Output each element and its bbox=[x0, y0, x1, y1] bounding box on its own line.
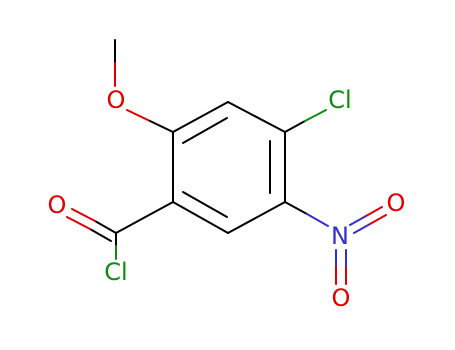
nitro-right-bond-b-red bbox=[369, 214, 387, 225]
nitro-group bbox=[284, 201, 387, 285]
ring-bond-c5-c6 bbox=[172, 201, 229, 234]
nitro-oxygen-bottom-label: O bbox=[332, 284, 351, 312]
carbonyl-oxygen-label: O bbox=[48, 191, 67, 219]
carbonyl-double-bond-b-black bbox=[89, 228, 112, 242]
methoxy-o-ring-bond-black bbox=[149, 120, 174, 133]
nitro-right-bond-a-blue bbox=[349, 215, 367, 226]
nitro-oxygen-right-label: O bbox=[387, 189, 406, 217]
carbonyl-carbon-ring-bond bbox=[115, 201, 174, 234]
acyl-chloride-group bbox=[66, 201, 174, 260]
nitro-right-bond-b-blue bbox=[353, 223, 371, 234]
nitro-right-bond-a-red bbox=[365, 206, 383, 217]
nitro-ring-bond-black bbox=[284, 201, 308, 215]
ring-bond-c2-c3 bbox=[227, 101, 286, 133]
ring-bond-c5-c6-inner bbox=[182, 191, 228, 218]
carbonyl-double-bond-a-red bbox=[71, 208, 96, 222]
carbonyl-double-bond-b-red bbox=[66, 216, 91, 230]
nitro-nitrogen-label: N bbox=[331, 222, 349, 250]
ring-chloro-group bbox=[284, 109, 327, 133]
carbonyl-double-bond-a-black bbox=[94, 220, 117, 234]
ring-bond-c4-c5 bbox=[227, 201, 286, 234]
methoxy-group bbox=[114, 39, 174, 133]
nitro-ring-bond-blue bbox=[306, 213, 329, 227]
ring-cl-bond-green bbox=[304, 109, 327, 122]
methoxy-o-ring-bond-red bbox=[126, 109, 151, 122]
benzene-ring bbox=[172, 101, 286, 234]
ring-bond-c1-c2-inner bbox=[182, 117, 228, 144]
acyl-chlorine-label: Cl bbox=[104, 258, 127, 286]
ring-chlorine-label: Cl bbox=[328, 86, 351, 114]
ring-cl-bond-black bbox=[284, 120, 306, 133]
methoxy-oxygen-label: O bbox=[107, 86, 126, 114]
ring-bond-c1-c2 bbox=[172, 101, 229, 133]
